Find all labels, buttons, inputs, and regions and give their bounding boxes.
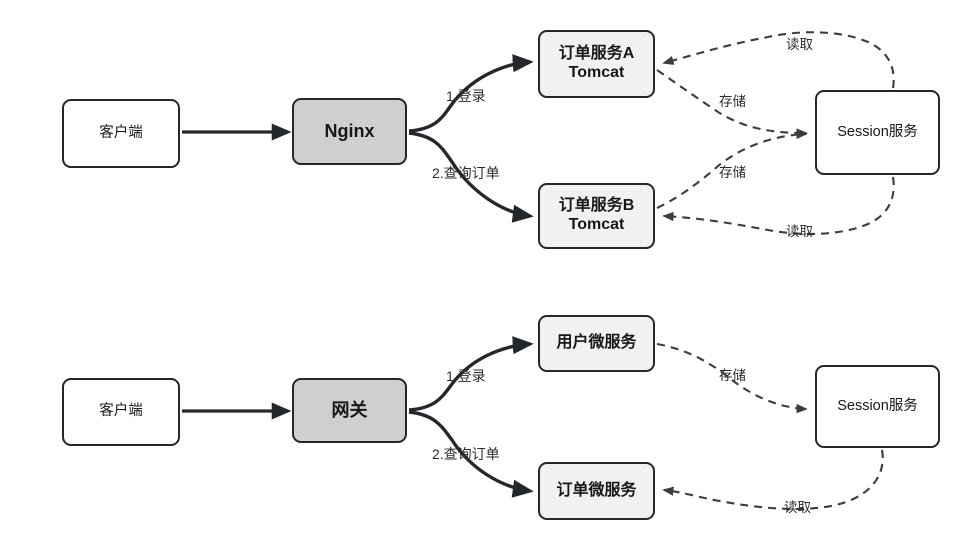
node-gateway[interactable]: 网关 <box>292 378 407 443</box>
node-label: Session服务 <box>837 397 918 414</box>
edge-order-b-store-session <box>656 129 808 209</box>
edge-label-store-bottom: 存储 <box>719 368 746 383</box>
edge-user-micro-store-session <box>656 342 808 414</box>
edge-session-read-order-b <box>662 176 895 235</box>
node-label: 网关 <box>331 399 368 420</box>
node-sublabel: Tomcat <box>568 216 625 233</box>
edge-label-read-lower-top: 读取 <box>786 224 813 239</box>
edge-label-login-bottom: 1.登录 <box>446 368 486 384</box>
edge-gateway-to-order-micro <box>408 410 534 498</box>
edge-nginx-to-order-b <box>408 131 534 223</box>
edge-label-read-bottom: 读取 <box>784 500 811 515</box>
edge-session-read-order-a <box>662 31 895 89</box>
node-label: 客户端 <box>99 403 143 420</box>
node-label: Session服务 <box>837 123 918 140</box>
node-client-bottom[interactable]: 客户端 <box>62 378 180 446</box>
node-order-service-a[interactable]: 订单服务A Tomcat <box>538 30 655 98</box>
node-order-microservice[interactable]: 订单微服务 <box>538 462 655 520</box>
edge-label-read-upper-top: 读取 <box>786 37 813 52</box>
node-label: 订单微服务 <box>556 481 637 499</box>
edge-label-login-top: 1.登录 <box>446 88 486 104</box>
edge-session-read-order-micro <box>662 449 884 510</box>
node-label: 订单服务A <box>558 45 635 63</box>
node-sublabel: Tomcat <box>568 64 625 81</box>
node-user-microservice[interactable]: 用户微服务 <box>538 315 655 372</box>
edge-nginx-to-order-a <box>408 54 534 133</box>
edge-label-store-lower-top: 存储 <box>719 165 746 180</box>
node-label: 订单服务B <box>558 197 635 215</box>
edge-gateway-to-user-micro <box>408 336 534 412</box>
node-nginx[interactable]: Nginx <box>292 98 407 165</box>
node-label: 客户端 <box>99 124 143 141</box>
node-order-service-b[interactable]: 订单服务B Tomcat <box>538 183 655 249</box>
edge-label-query-order-bottom: 2.查询订单 <box>432 446 500 462</box>
edge-label-query-order-top: 2.查询订单 <box>432 165 500 181</box>
node-label: 用户微服务 <box>556 334 637 352</box>
node-session-service-top[interactable]: Session服务 <box>815 90 940 175</box>
node-label: Nginx <box>324 120 375 141</box>
node-client-top[interactable]: 客户端 <box>62 99 180 168</box>
node-session-service-bottom[interactable]: Session服务 <box>815 365 940 448</box>
edge-order-a-store-session <box>656 69 808 138</box>
edge-label-store-upper-top: 存储 <box>719 94 746 109</box>
